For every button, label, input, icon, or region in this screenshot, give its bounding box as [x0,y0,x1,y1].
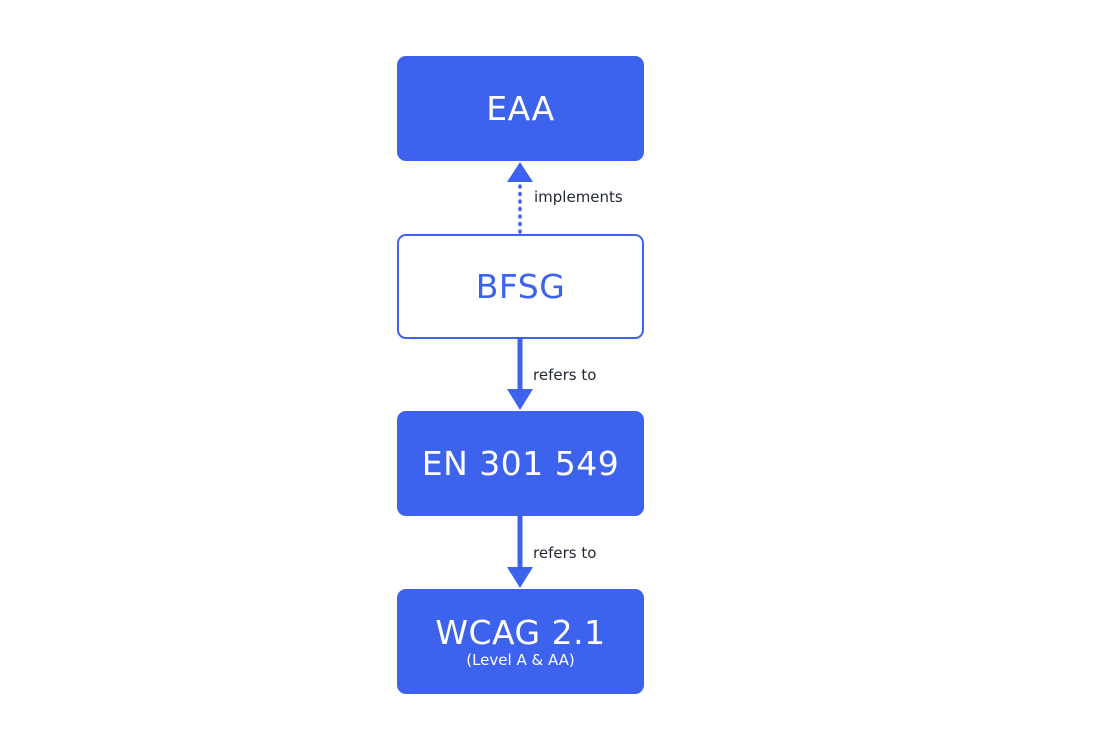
node-bfsg-label: BFSG [475,266,566,306]
node-wcag: WCAG 2.1 (Level A & AA) [397,589,644,694]
node-eaa-label: EAA [486,88,555,128]
node-eaa: EAA [397,56,644,161]
edge-label-implements: implements [534,188,623,206]
edge-label-refers-to-en: refers to [533,366,597,384]
node-bfsg: BFSG [397,234,644,339]
edge-label-refers-to-wcag: refers to [533,544,597,562]
edge-implements-arrow [507,162,533,234]
arrowhead-down-icon [507,389,533,410]
node-wcag-sublabel: (Level A & AA) [466,650,575,669]
node-wcag-label: WCAG 2.1 [435,612,606,652]
node-en-301-549: EN 301 549 [397,411,644,516]
node-en-label: EN 301 549 [421,443,620,483]
edge-en-wcag-arrow [507,516,533,588]
arrowhead-up-icon [507,162,533,182]
edge-bfsg-en-arrow [507,339,533,410]
arrowhead-down-icon [507,567,533,588]
